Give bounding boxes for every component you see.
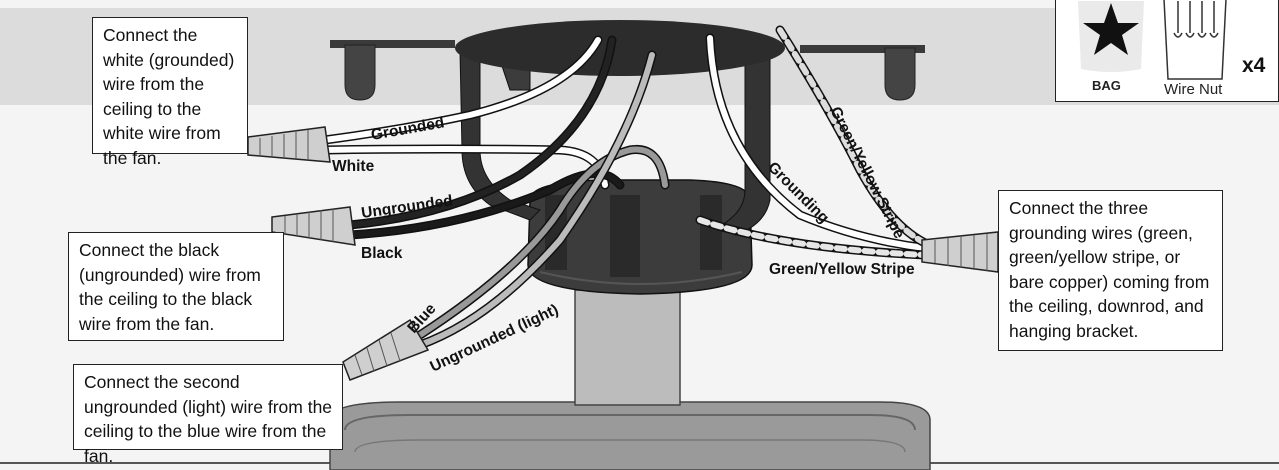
star-icon <box>1083 3 1139 55</box>
label-grounded: Grounded <box>370 114 446 144</box>
wire-nut-icon <box>1163 0 1227 80</box>
parts-box: BAG Wire Nut x4 <box>1055 0 1279 102</box>
bag-icon <box>1078 1 1144 72</box>
wires <box>320 25 930 350</box>
label-white: White <box>332 158 375 175</box>
callout-grounding-wires: Connect the three grounding wires (green… <box>998 190 1223 351</box>
fan-housing <box>329 401 931 470</box>
wire-nut-label: Wire Nut <box>1164 81 1223 98</box>
quantity-label: x4 <box>1242 54 1266 77</box>
bag-label: BAG <box>1092 78 1121 93</box>
label-black: Black <box>361 245 403 262</box>
wire-nut-black <box>271 206 356 246</box>
callout-white-wire: Connect the white (grounded) wire from t… <box>92 17 248 168</box>
wire-nut-blue <box>342 318 430 381</box>
label-green-yellow-lower: Green/Yellow Stripe <box>769 261 915 278</box>
callout-blue-wire: Connect the second ungrounded (light) wi… <box>73 364 343 466</box>
wire-nut-white <box>247 126 331 163</box>
wire-nut-grounding <box>921 231 999 273</box>
callout-black-wire: Connect the black (ungrounded) wire from… <box>68 232 284 341</box>
ceiling-canopy <box>455 20 785 76</box>
downrod <box>574 289 681 406</box>
hanging-bracket-right <box>719 44 925 236</box>
label-green-yellow-upper: Green/Yellow Stripe <box>826 104 907 242</box>
